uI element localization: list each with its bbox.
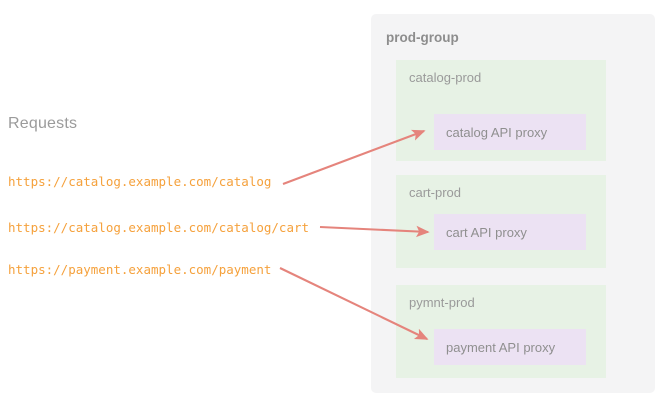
requests-heading: Requests [8, 115, 78, 132]
environment-box-pymnt-prod: pymnt-prod payment API proxy [396, 285, 606, 378]
environment-box-cart-prod: cart-prod cart API proxy [396, 175, 606, 268]
environment-label-cart-prod: cart-prod [409, 185, 462, 200]
proxy-label-catalog-api-proxy: catalog API proxy [446, 124, 548, 140]
environment-box-catalog-prod: catalog-prod catalog API proxy [396, 60, 606, 161]
prod-group-title: prod-group [386, 30, 459, 45]
request-url-catalog-cart: https://catalog.example.com/catalog/cart [8, 220, 310, 235]
prod-group-panel: prod-group catalog-prod catalog API prox… [371, 14, 655, 393]
proxy-label-cart-api-proxy: cart API proxy [446, 224, 527, 240]
proxy-box-cart-api-proxy: cart API proxy [434, 214, 586, 250]
proxy-label-payment-api-proxy: payment API proxy [446, 339, 556, 355]
request-url-payment: https://payment.example.com/payment [8, 262, 272, 277]
environment-label-pymnt-prod: pymnt-prod [409, 295, 475, 310]
proxy-box-catalog-api-proxy: catalog API proxy [434, 114, 586, 150]
proxy-box-payment-api-proxy: payment API proxy [434, 329, 586, 365]
environment-label-catalog-prod: catalog-prod [409, 70, 482, 85]
request-url-catalog: https://catalog.example.com/catalog [8, 174, 272, 189]
